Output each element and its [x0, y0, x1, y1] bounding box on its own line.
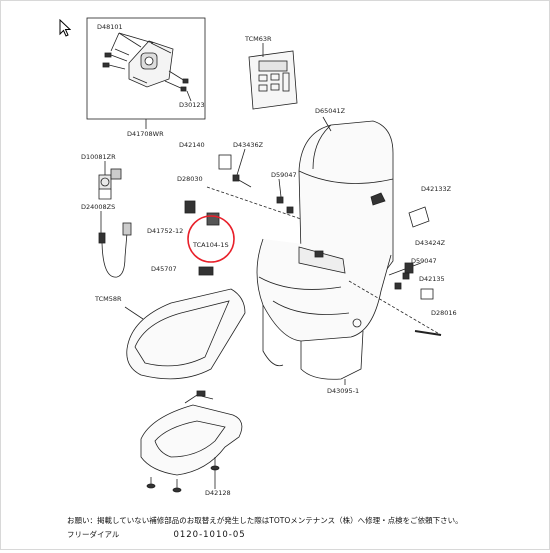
remote-controller-part — [248, 43, 298, 110]
part-d59047-upper — [276, 178, 294, 214]
label-d30123: D30123 — [179, 101, 205, 109]
label-d28030: D28030 — [177, 175, 203, 183]
label-d45707: D45707 — [151, 265, 177, 273]
label-d42140: D42140 — [179, 141, 205, 149]
label-d24008zs: D24008ZS — [81, 203, 115, 211]
hinge-bracket-part — [128, 40, 174, 88]
free-dial-label: フリーダイアル — [67, 530, 120, 539]
label-d59047-lower: D59047 — [411, 257, 437, 265]
toilet-body — [256, 238, 392, 380]
seat-lid-part — [124, 288, 246, 380]
label-d10081zr: D10081ZR — [81, 153, 116, 161]
screw-set-d30123 — [164, 70, 192, 102]
part-d45707 — [198, 266, 214, 276]
label-tca104-1s: TCA104-1S — [192, 241, 229, 249]
highlight-circle-tca104 — [187, 215, 235, 263]
part-d41752-12 — [184, 200, 196, 214]
label-d43095-1: D43095-1 — [327, 387, 359, 395]
label-d43436z: D43436Z — [233, 141, 264, 149]
part-d59047-lower — [394, 272, 410, 290]
part-d28016 — [414, 330, 442, 336]
part-d43436z — [232, 148, 252, 188]
label-d42135: D42135 — [419, 275, 445, 283]
label-tcm63r: TCM63R — [244, 35, 272, 43]
part-d28030 — [206, 186, 302, 220]
label-d41752-12: D41752-12 — [147, 227, 183, 235]
label-d28016: D28016 — [431, 309, 457, 317]
label-d41708wr: D41708WR — [127, 130, 164, 138]
part-d42133z — [408, 206, 430, 228]
part-tca104-1s — [206, 212, 220, 226]
screw-set-d48101 — [102, 32, 154, 70]
repair-notice-text: お願い：掲載していない補修部品のお取替えが発生した際はTOTOメンテナンス（株）… — [67, 516, 463, 525]
label-d65041z: D65041Z — [315, 107, 346, 115]
tank-unit — [298, 116, 394, 278]
label-d42128: D42128 — [205, 489, 231, 497]
leader-d28016 — [348, 280, 442, 336]
label-d42133z: D42133Z — [421, 185, 452, 193]
free-dial-number: 0120-1010-05 — [173, 530, 246, 540]
stop-valve-part — [98, 161, 122, 200]
label-d43424z: D43424Z — [415, 239, 446, 247]
control-panel-d43424z — [298, 246, 346, 274]
part-d42140 — [218, 154, 232, 170]
label-d48101: D48101 — [97, 23, 123, 31]
free-dial-line: フリーダイアル 0120-1010-05 — [67, 529, 246, 540]
label-tcm58r: TCM58R — [94, 295, 122, 303]
part-d42135 — [420, 288, 434, 300]
seat-ring-part — [140, 390, 243, 493]
supply-hose-part — [98, 211, 132, 278]
label-d59047-upper: D59047 — [271, 171, 297, 179]
arrow-cursor-icon — [59, 19, 71, 37]
